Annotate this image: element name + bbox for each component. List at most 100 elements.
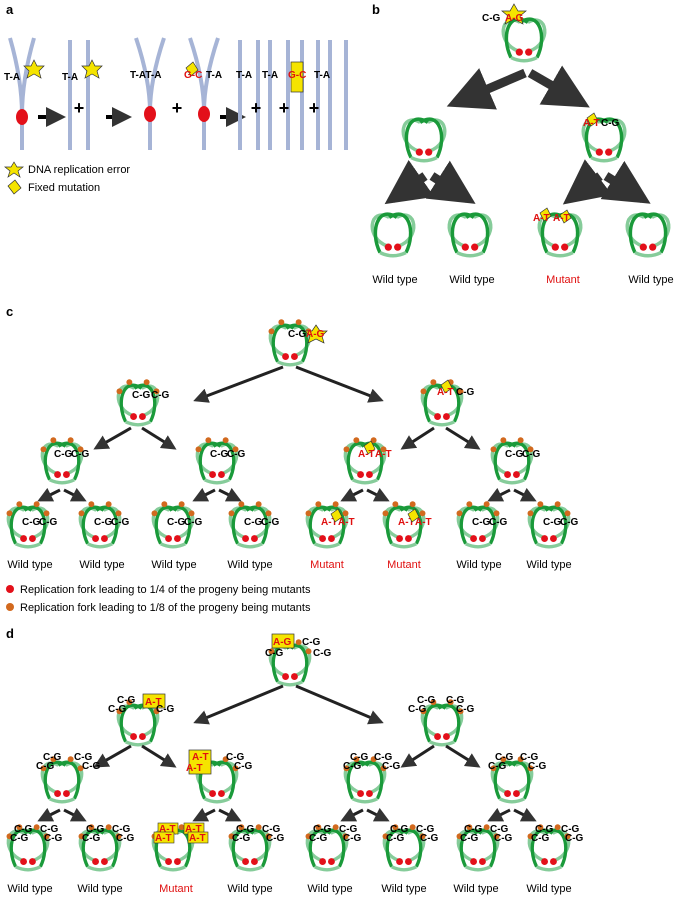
- fork-dot: [409, 824, 416, 831]
- bp-label: C-G: [184, 517, 203, 528]
- strands-4: T-A T-A G-C T-A + + +: [236, 40, 348, 150]
- branch-arrow: [445, 426, 481, 450]
- bp-label: A-T: [321, 517, 338, 528]
- branch-arrow: [487, 487, 511, 502]
- fork-dot: [43, 510, 50, 517]
- caption: Wild type: [381, 883, 426, 895]
- bp-label: C-G: [560, 517, 579, 528]
- fork-dot: [16, 824, 23, 831]
- bp-label: A-T: [533, 213, 550, 224]
- fork-dot: [116, 708, 123, 715]
- fork-dot: [357, 790, 364, 797]
- fork-dot: [178, 824, 185, 831]
- fork-dot: [40, 446, 47, 453]
- fork-dot: [466, 501, 473, 508]
- fork-dot: [430, 699, 437, 706]
- fork-dot: [396, 858, 403, 865]
- fork-dot: [319, 858, 326, 865]
- bp-label: C-G: [261, 517, 280, 528]
- origin-dot: [16, 109, 28, 125]
- fork-dot: [554, 501, 561, 508]
- bp-label: C-G: [266, 833, 285, 844]
- fork-dot: [342, 510, 349, 517]
- bp-label: C-G: [543, 517, 562, 528]
- fork-dot: [20, 858, 27, 865]
- branch-arrow: [63, 487, 87, 502]
- legend-fixed-label: Fixed mutation: [28, 182, 100, 194]
- orange-dot-icon: [6, 603, 14, 611]
- panel-label-d: d: [6, 626, 14, 641]
- fork-dot: [456, 510, 463, 517]
- fork-dot: [382, 833, 389, 840]
- fork-dot: [332, 824, 339, 831]
- fork-dot: [366, 790, 373, 797]
- bp-label: A-T: [145, 697, 162, 708]
- bp-label: C-G: [408, 704, 427, 715]
- fork-dot: [242, 535, 249, 542]
- fork-dot: [517, 437, 524, 444]
- fork-dot: [29, 535, 36, 542]
- fork-dot: [493, 833, 500, 840]
- bp-label: A-T: [192, 752, 209, 763]
- fork-dot: [78, 833, 85, 840]
- bp-label: C-G: [288, 329, 307, 340]
- fork-dot: [405, 535, 412, 542]
- bp-label: C-G: [54, 449, 73, 460]
- fixed-mutation-icon: [142, 693, 166, 709]
- replicating-plasmid-icon: [268, 319, 312, 367]
- bp-label: C-G: [309, 833, 328, 844]
- bp-label: C-G: [386, 833, 405, 844]
- replicating-plasmid-icon: [490, 437, 534, 485]
- fork-dot: [130, 413, 137, 420]
- fork-dot: [139, 733, 146, 740]
- replicating-plasmid-icon: [343, 756, 387, 804]
- bp-label: A-G: [306, 329, 325, 340]
- replicating-plasmid-icon: [228, 501, 272, 549]
- fork-dot: [537, 501, 544, 508]
- fork-dot: [332, 501, 339, 508]
- error-star-icon: [304, 324, 328, 344]
- fork-dot: [161, 501, 168, 508]
- fork-dot: [92, 535, 99, 542]
- panel-label-c: c: [6, 304, 13, 319]
- bp-label: C-G: [565, 833, 584, 844]
- bp-label: C-G: [490, 824, 509, 835]
- fork-dot: [77, 446, 84, 453]
- bp-label: C-G: [528, 761, 547, 772]
- bp-label: A-T: [375, 449, 392, 460]
- fork-dot: [238, 824, 245, 831]
- fork-dot: [380, 765, 387, 772]
- fixed-mutation-icon: [185, 61, 199, 77]
- fork-dot: [500, 437, 507, 444]
- fork-dot: [232, 765, 239, 772]
- fork-dot: [483, 501, 490, 508]
- fork-dot: [265, 833, 272, 840]
- fork-dot: [295, 639, 302, 646]
- fork-dot: [517, 756, 524, 763]
- fork-dot: [319, 535, 326, 542]
- bp-label: A-T: [415, 517, 432, 528]
- panel-d: d A-G C-G C-G C-G C-G C-G A-T C-G C-G C-…: [6, 626, 584, 895]
- fork-dot: [370, 437, 377, 444]
- bp-label: C-G: [43, 752, 62, 763]
- fork-dot: [415, 148, 423, 156]
- replicating-plasmid-icon: [78, 501, 122, 549]
- fork-dot: [126, 379, 133, 386]
- fork-dot: [443, 733, 450, 740]
- fork-dot: [430, 379, 437, 386]
- bp-label: C-G: [10, 833, 29, 844]
- fork-dot: [222, 437, 229, 444]
- fork-dot: [470, 535, 477, 542]
- fork-dot: [228, 510, 235, 517]
- fork-dot: [88, 824, 95, 831]
- fork-dot: [265, 510, 272, 517]
- fork-dot: [541, 858, 548, 865]
- fork-dot: [457, 708, 464, 715]
- bp-label: C-G: [111, 517, 130, 528]
- fork-dot: [370, 756, 377, 763]
- bp-label: C-G: [339, 824, 358, 835]
- fork-dot: [29, 858, 36, 865]
- fork-dot: [493, 510, 500, 517]
- bp-label: C-G: [390, 824, 409, 835]
- fork-dot: [366, 471, 373, 478]
